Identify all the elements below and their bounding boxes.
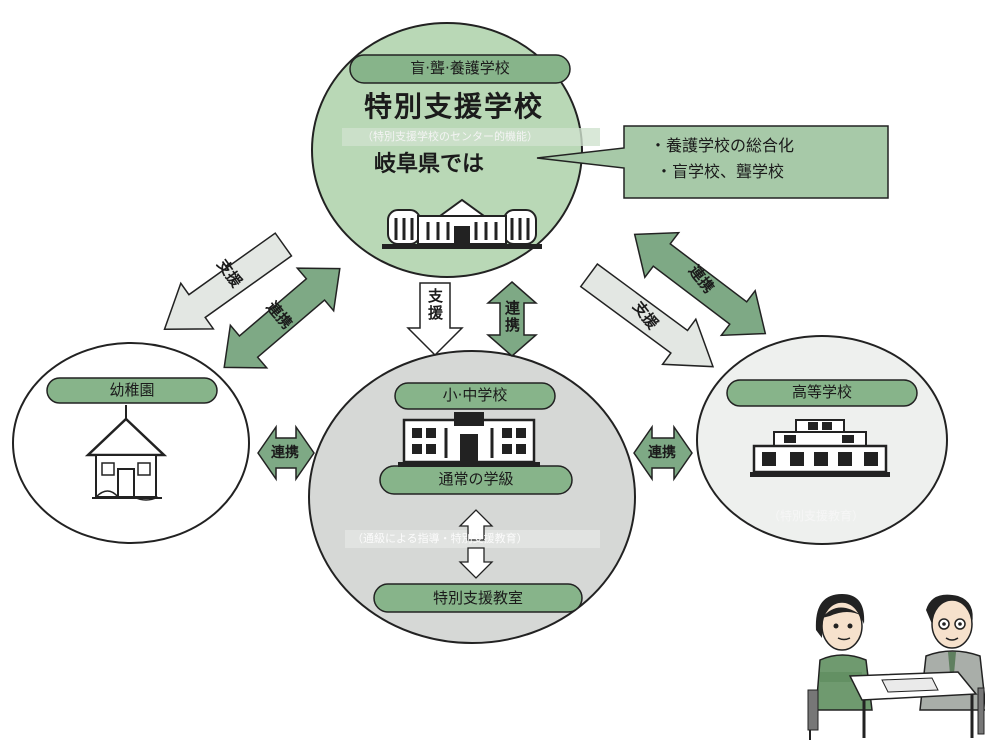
small-down-arrow — [458, 547, 494, 579]
callout-box — [536, 125, 889, 199]
cooperation-arrow-right-horizontal — [633, 424, 693, 482]
high-school-building-icon — [750, 419, 890, 477]
special-classroom-pill — [373, 583, 583, 613]
consultation-people-icon — [807, 594, 985, 740]
regular-class-label: 通常の学級 — [438, 470, 514, 488]
high-school-pill — [726, 379, 918, 407]
support-label-vertical: 支援 — [426, 288, 444, 322]
special-school-pill — [349, 54, 571, 84]
guidance-middle-text: （通級による指導・特別支援教育） — [352, 532, 528, 545]
special-school-building-icon — [382, 198, 542, 249]
support-arrow-down — [406, 282, 464, 357]
cooperation-label-left-horizontal: 連携 — [271, 445, 299, 461]
school-building-icon — [398, 412, 540, 467]
callout-line-1: ・養護学校の総合化 — [650, 136, 795, 155]
cooperation-arrow-vertical — [486, 281, 538, 357]
cooperation-label-right-horizontal: 連携 — [648, 445, 676, 461]
high-school-pill-label: 高等学校 — [791, 383, 852, 401]
house-icon — [84, 405, 168, 501]
elementary-circle — [308, 350, 636, 644]
special-school-pill-label: 盲·聾·養護学校 — [410, 59, 510, 77]
small-up-arrow — [458, 509, 494, 541]
callout-line-2: ・盲学校、聾学校 — [656, 162, 785, 181]
cooperation-arrow-high-school — [633, 231, 767, 337]
subtitle-strip — [342, 128, 600, 146]
cooperation-arrow-kindergarten — [223, 267, 341, 369]
center-function-subtitle: （特別支援学校のセンター的機能） — [362, 130, 538, 143]
cooperation-arrow-left-horizontal — [257, 424, 315, 482]
gifu-region-label: 岐阜県では — [374, 152, 485, 177]
high-school-faint-text: （特別支援教育） — [768, 509, 865, 523]
kindergarten-pill — [46, 377, 218, 404]
cooperation-label-vertical: 連携 — [503, 300, 521, 334]
special-classroom-label: 特別支援教室 — [432, 589, 523, 607]
support-arrow-to-kindergarten — [163, 232, 293, 331]
special-school-title: 特別支援学校 — [364, 90, 545, 123]
support-arrow-to-high-school — [579, 262, 715, 368]
elementary-pill — [394, 382, 556, 410]
kindergarten-pill-label: 幼稚園 — [109, 381, 155, 399]
elementary-pill-label: 小·中学校 — [442, 386, 508, 404]
